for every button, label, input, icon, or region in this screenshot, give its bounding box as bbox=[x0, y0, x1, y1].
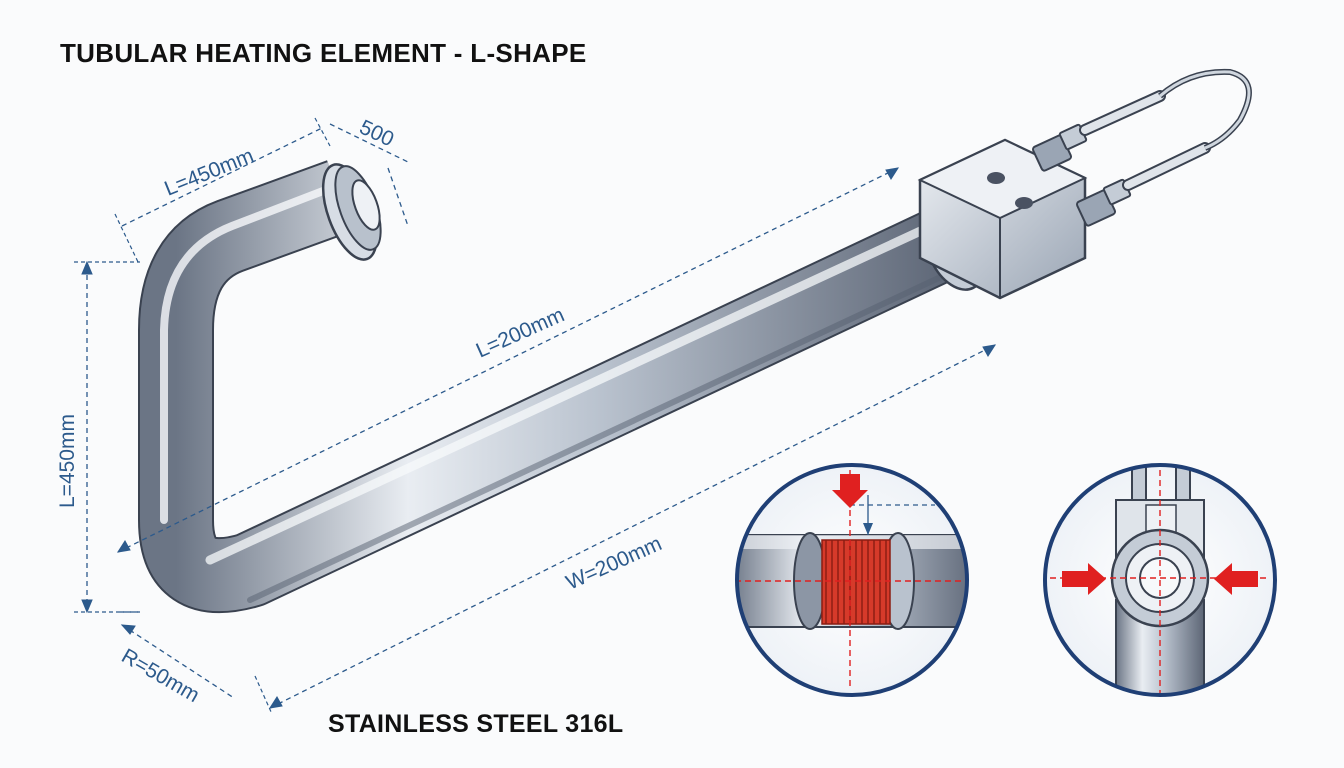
compression-arrow-left bbox=[1062, 563, 1106, 595]
terminal-nut-upper bbox=[1031, 123, 1088, 172]
end-flange bbox=[321, 163, 382, 261]
dim-line-width bbox=[269, 344, 996, 709]
dim-line-long-length bbox=[117, 167, 899, 553]
material-label: STAINLESS STEEL 316L bbox=[328, 710, 624, 738]
dim-long-length-label: L=200mm bbox=[473, 303, 568, 362]
dim-radius-label: R=50mm bbox=[118, 644, 204, 707]
dim-line-radius bbox=[121, 624, 235, 699]
dimension-annotations bbox=[74, 117, 997, 715]
terminal-block bbox=[917, 68, 1252, 300]
compression-arrow-right bbox=[1214, 563, 1258, 595]
dim-flange-label: 500 bbox=[356, 116, 397, 152]
detail-callout-section bbox=[1043, 463, 1277, 697]
detail-callout-coil bbox=[735, 463, 969, 697]
compression-arrow-top bbox=[832, 474, 868, 508]
dim-width-label: W=200mm bbox=[563, 532, 666, 595]
dim-vertical-length-label: L=450mm bbox=[56, 414, 79, 508]
dim-line-top-length bbox=[121, 127, 323, 227]
diagram-title: TUBULAR HEATING ELEMENT - L-SHAPE bbox=[60, 38, 587, 68]
tube-body bbox=[138, 160, 967, 614]
